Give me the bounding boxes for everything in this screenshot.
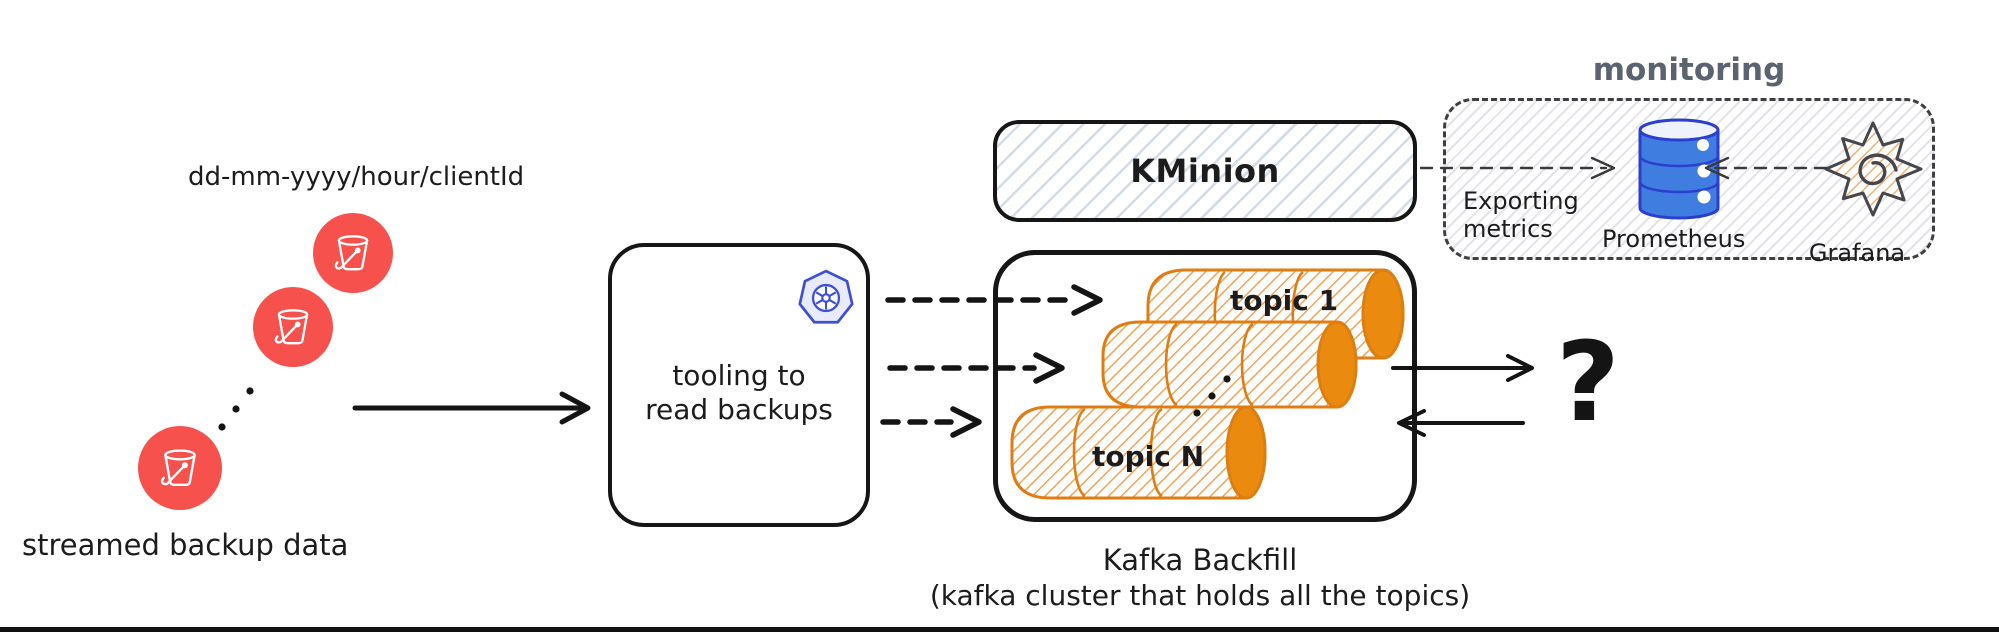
monitoring-group: monitoring Exporting metrics Prometheus bbox=[1443, 52, 1935, 267]
exporting-metrics-label: Exporting metrics bbox=[1463, 187, 1579, 244]
arrow-kafka-in bbox=[1397, 409, 1525, 437]
bucket-path-label: dd-mm-yyyy/hour/clientId bbox=[188, 162, 525, 192]
kafka-backfill-box bbox=[993, 250, 1417, 522]
topic-N-label: topic N bbox=[1092, 440, 1205, 473]
kminion-box: KMinion bbox=[993, 120, 1417, 222]
bucket-ellipsis-dots bbox=[218, 387, 254, 431]
bottom-edge-bar bbox=[0, 627, 1999, 632]
monitoring-title: monitoring bbox=[1592, 52, 1786, 88]
bucket-2 bbox=[253, 287, 333, 367]
kubernetes-icon bbox=[797, 269, 855, 327]
tooling-box: tooling to read backups bbox=[608, 243, 870, 527]
dashed-arrow-topic-N bbox=[880, 406, 982, 438]
kafka-caption: Kafka Backfill (kafka cluster that holds… bbox=[900, 543, 1500, 612]
bucket-3 bbox=[138, 426, 222, 510]
bucket-icon bbox=[334, 235, 369, 271]
bucket-icon bbox=[160, 449, 196, 487]
grafana-label: Grafana bbox=[1808, 239, 1906, 267]
question-mark: ? bbox=[1556, 318, 1620, 446]
bucket-icon bbox=[274, 309, 309, 345]
prometheus-label: Prometheus bbox=[1602, 225, 1746, 253]
kminion-label: KMinion bbox=[1130, 152, 1280, 190]
tooling-label-line1: tooling to bbox=[672, 359, 806, 392]
prometheus-icon bbox=[1632, 114, 1727, 226]
tooling-label-line2: read backups bbox=[645, 393, 833, 427]
tooling-box-label: tooling to read backups bbox=[612, 359, 866, 427]
exporting-line1: Exporting bbox=[1463, 187, 1579, 215]
topic-1-label: topic 1 bbox=[1230, 284, 1339, 317]
kafka-caption-line2: (kafka cluster that holds all the topics… bbox=[929, 579, 1471, 612]
bucket-1 bbox=[313, 213, 393, 293]
exporting-line2: metrics bbox=[1463, 215, 1553, 244]
grafana-icon bbox=[1821, 107, 1925, 231]
kafka-caption-line1: Kafka Backfill bbox=[1102, 543, 1298, 577]
streamed-backup-caption: streamed backup data bbox=[22, 528, 349, 562]
arrow-buckets-to-tooling bbox=[352, 391, 591, 425]
monitoring-box: Exporting metrics Prometheus bbox=[1443, 98, 1935, 267]
